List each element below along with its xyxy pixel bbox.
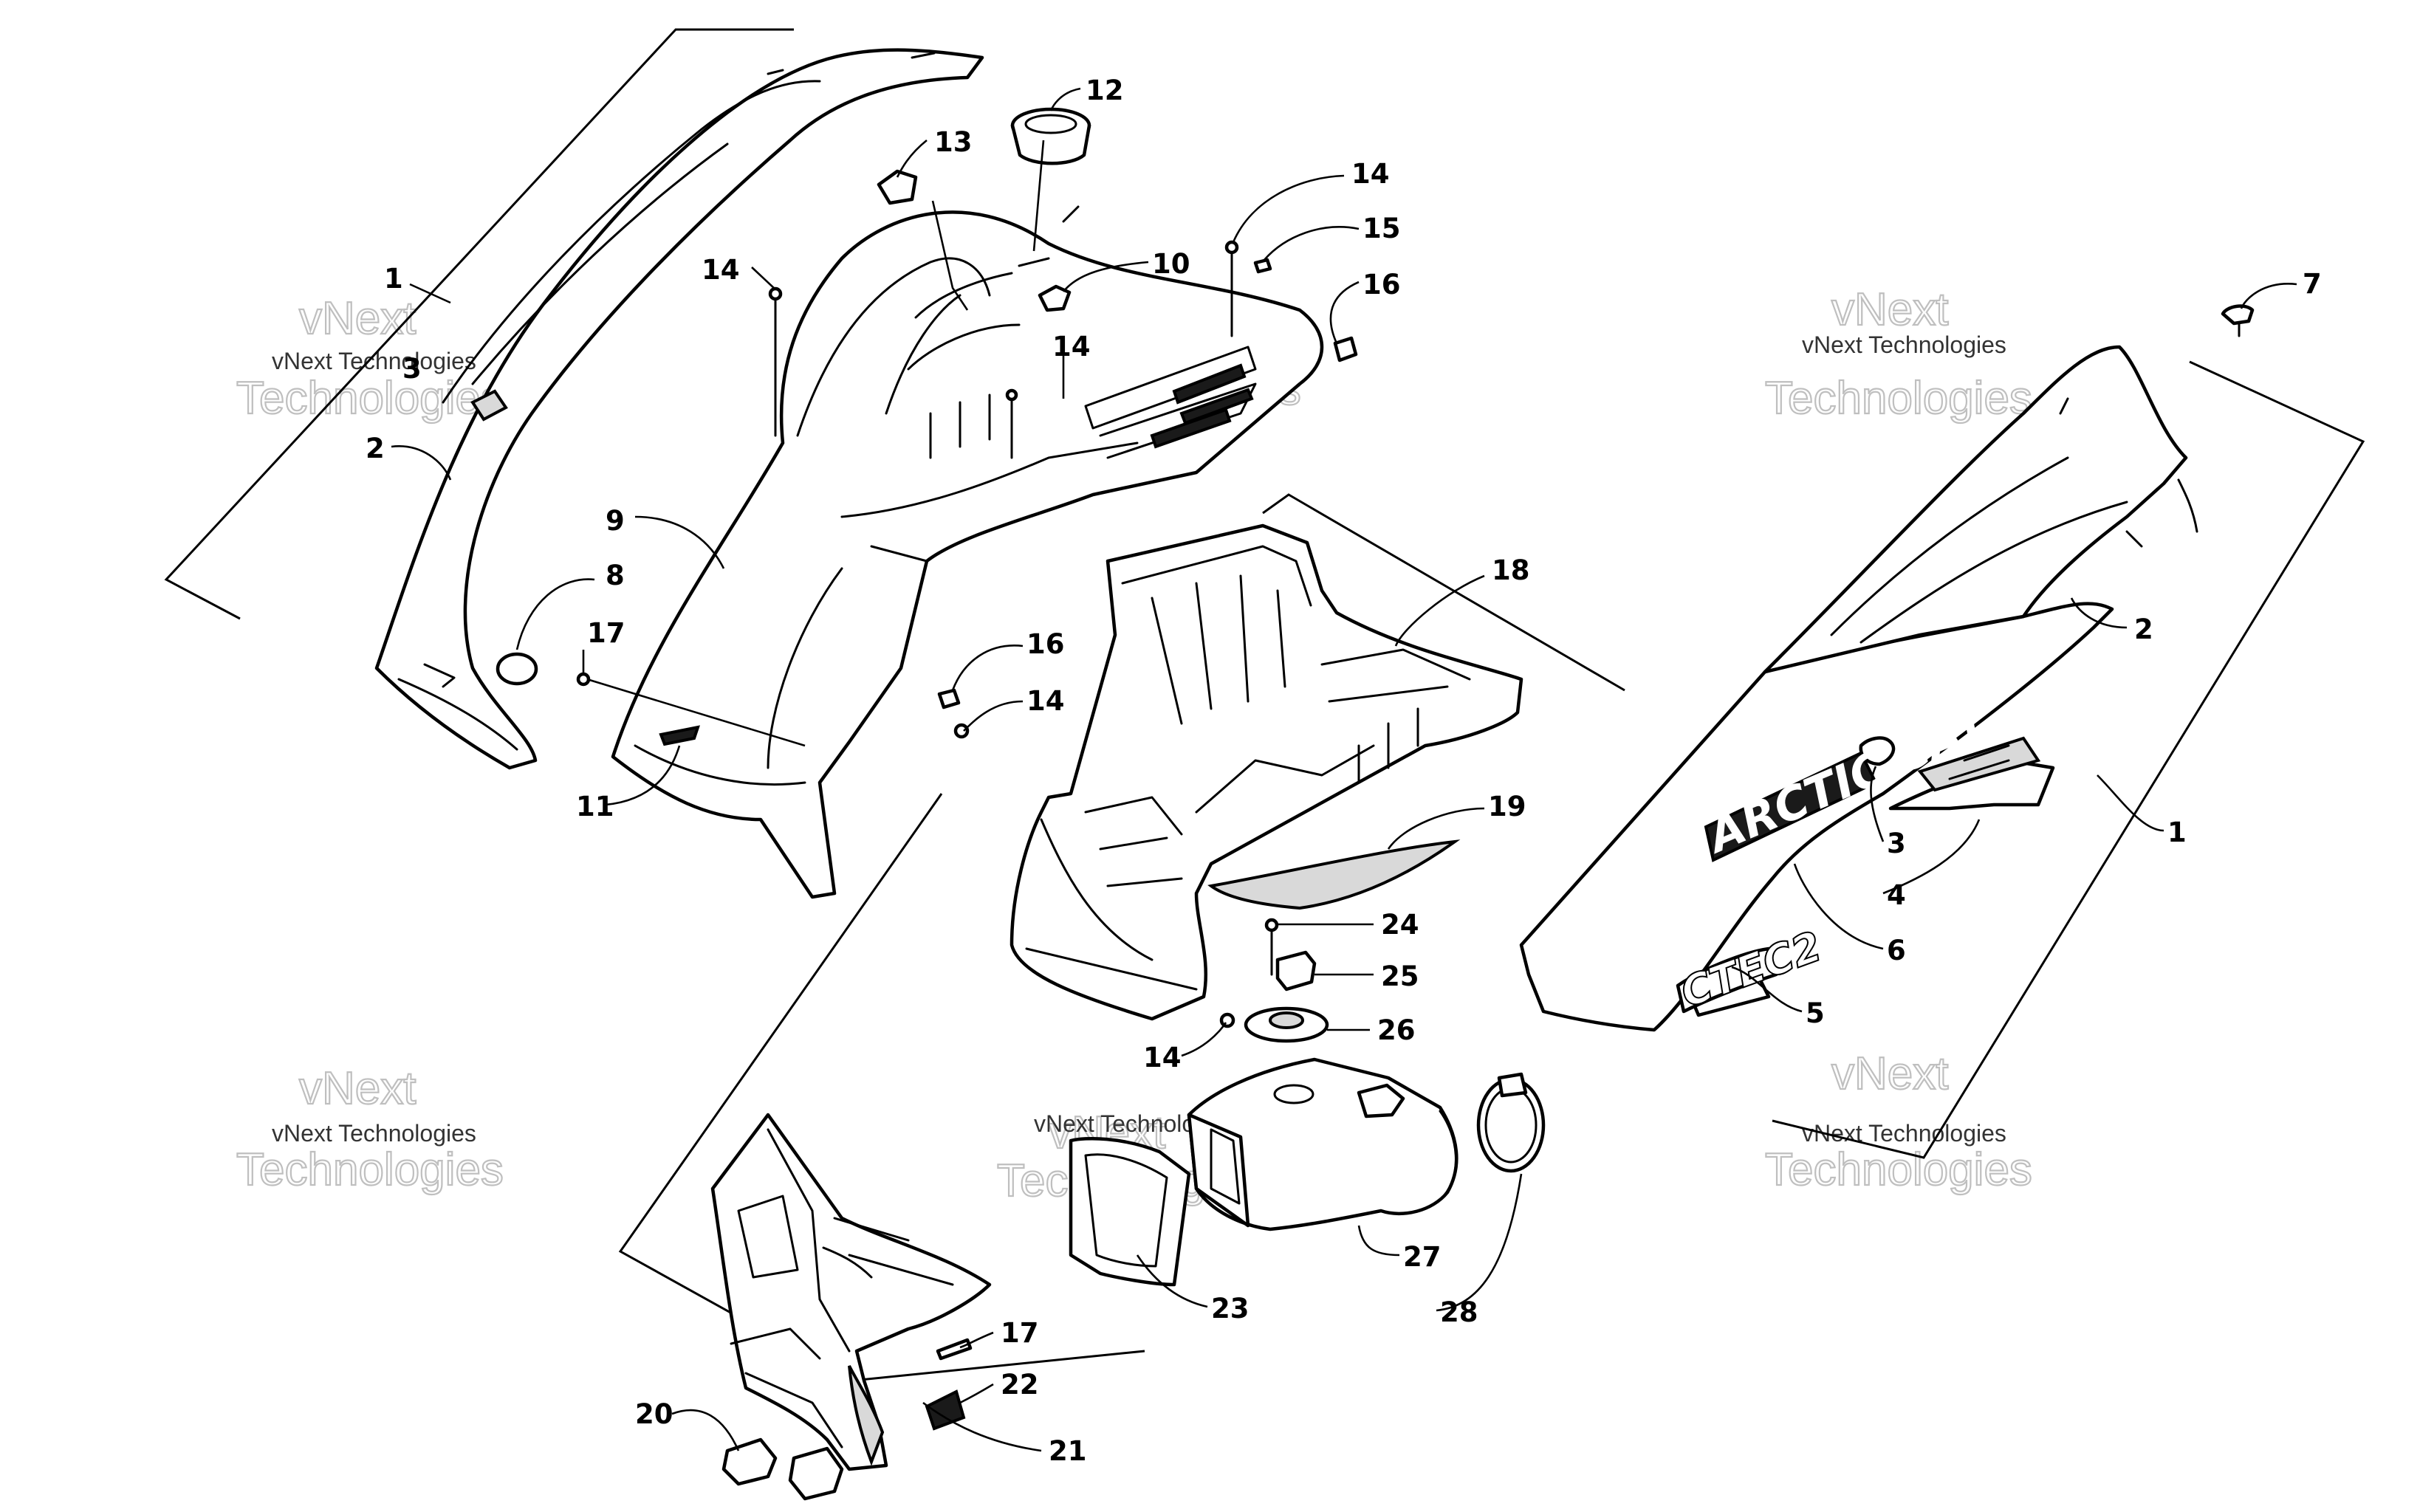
callout-25: 25	[1381, 961, 1419, 992]
lower-intake-21	[710, 1113, 992, 1471]
leader-lines	[391, 87, 2297, 1452]
callout-28: 28	[1440, 1296, 1478, 1328]
callout-labels: 1 3 2 8 17 11 9 14 13 12 10 14 14 15 16 …	[366, 75, 2322, 1467]
callout-22: 22	[1001, 1369, 1039, 1401]
callout-9: 9	[606, 505, 625, 537]
screw-24	[1264, 918, 1279, 976]
callout-7: 7	[2303, 268, 2322, 300]
fastener-15	[1253, 258, 1272, 274]
callout-23: 23	[1211, 1293, 1250, 1324]
callout-14-lower: 14	[1143, 1042, 1182, 1073]
o-ring	[496, 652, 538, 686]
callout-10: 10	[1152, 248, 1190, 280]
callout-21: 21	[1049, 1435, 1087, 1467]
watermark-line2: Technologies	[236, 1144, 504, 1195]
foam-pad-10	[1038, 284, 1072, 312]
callout-20: 20	[635, 1398, 673, 1430]
watermark-line2: Technologies	[1765, 373, 2032, 424]
callout-17-lower: 17	[1001, 1317, 1039, 1349]
hose-clamp-28	[1476, 1072, 1546, 1173]
intake-duct-27	[1187, 1057, 1458, 1231]
screw-14-c	[953, 723, 970, 739]
callout-5: 5	[1806, 997, 1825, 1029]
callout-13: 13	[934, 126, 973, 158]
callout-14-top: 14	[1351, 158, 1390, 190]
callout-4: 4	[1887, 879, 1906, 911]
callout-2-left: 2	[366, 433, 385, 464]
callout-3-left: 3	[402, 353, 422, 385]
watermark-company: vNext Technologies	[272, 1120, 476, 1147]
screw-14-a	[768, 286, 783, 437]
watermark-line1: vNext	[299, 1063, 416, 1114]
callout-19: 19	[1488, 791, 1526, 822]
guide-frame-right-panel	[1772, 360, 2365, 1159]
callout-27: 27	[1403, 1241, 1442, 1273]
watermark-company: vNext Technologies	[1802, 331, 2006, 358]
callout-14-mid: 14	[1026, 685, 1065, 717]
callout-1-left: 1	[384, 263, 403, 295]
decal-22	[925, 1389, 966, 1431]
callout-8: 8	[606, 560, 625, 591]
callout-24: 24	[1381, 909, 1419, 941]
callout-18: 18	[1492, 554, 1530, 586]
watermark-bottom-left: vNext Technologies vNext Technologies	[236, 1062, 504, 1196]
screw-14-e	[1005, 388, 1018, 459]
watermark-line1: vNext	[299, 293, 416, 344]
left-side-panel	[374, 48, 984, 770]
bracket-25	[1275, 950, 1317, 992]
callout-1-right: 1	[2167, 817, 2187, 848]
foam-pad-13	[877, 169, 918, 205]
screw-14-d	[1219, 1012, 1235, 1028]
grommet-cap	[1010, 107, 1091, 165]
watermark-top-right: vNext Technologies vNext Technologies	[1764, 284, 2033, 425]
callout-3-right: 3	[1887, 828, 1906, 859]
watermark-line2: Technologies	[236, 373, 504, 424]
watermark-bottom-right: vNext Technologies vNext Technologies	[1764, 1048, 2033, 1196]
screw-14-b	[1224, 240, 1239, 337]
fastener-7	[2221, 304, 2255, 337]
right-side-panel	[1519, 345, 2198, 1032]
callout-17-upper: 17	[587, 617, 625, 649]
watermark-company: vNext Technologies	[1802, 1120, 2006, 1147]
grommet-26	[1244, 1006, 1329, 1043]
air-box-foam-19	[1207, 839, 1461, 910]
watermark-line1: vNext	[1831, 284, 1948, 335]
watermark-line1: vNext	[1831, 1048, 1948, 1099]
clip-16-top	[1333, 336, 1358, 362]
gasket-23	[1069, 1136, 1191, 1287]
bracket-20	[721, 1437, 844, 1501]
hood-front-fascia	[611, 205, 1324, 899]
decal-11	[659, 725, 700, 746]
callout-6: 6	[1887, 935, 1906, 966]
callout-14-left: 14	[702, 254, 740, 286]
screw-17-a	[576, 672, 591, 687]
callout-2-right: 2	[2134, 614, 2153, 645]
guide-frame-air-box	[1262, 493, 1625, 692]
watermark-top-left: vNext Technologies vNext Technologies	[236, 292, 504, 425]
callout-12: 12	[1086, 75, 1124, 106]
callout-11: 11	[576, 791, 614, 822]
clip-16-mid	[937, 688, 961, 709]
callout-16-mid: 16	[1026, 628, 1065, 660]
callout-15: 15	[1362, 213, 1401, 244]
watermark-company: vNext Technologies	[272, 348, 476, 374]
callout-16-top: 16	[1362, 269, 1401, 300]
air-box	[1010, 523, 1523, 1021]
callout-14-center: 14	[1052, 331, 1091, 362]
guide-frame-left-panel	[164, 28, 794, 620]
screw-17-b	[936, 1338, 973, 1361]
callout-26: 26	[1377, 1014, 1416, 1046]
